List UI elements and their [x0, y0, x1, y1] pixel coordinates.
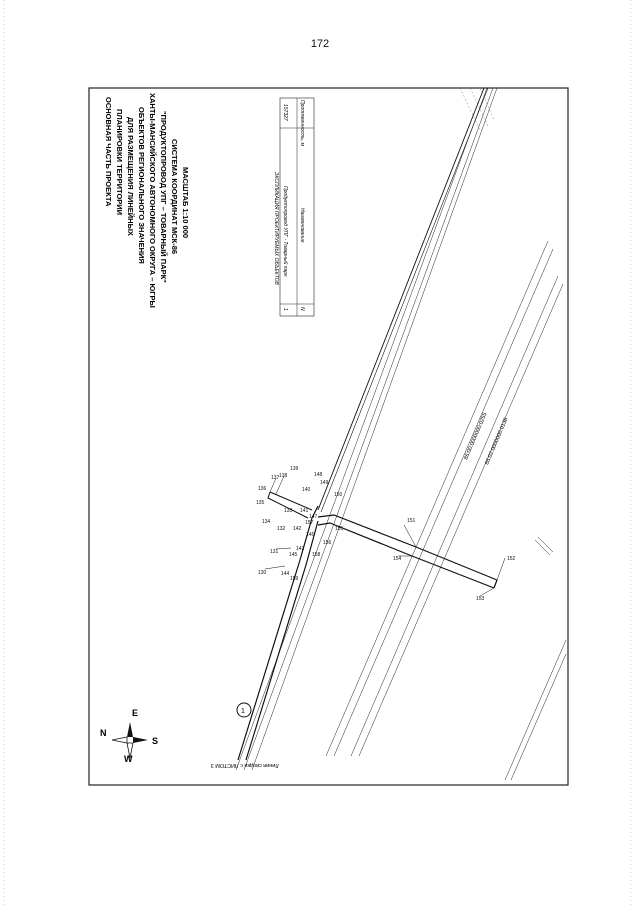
point-158: 158 [312, 552, 321, 558]
point-156: 156 [323, 540, 332, 546]
point-155: 155 [335, 526, 344, 532]
compass-n: N [100, 728, 107, 738]
pipeline-axis [317, 87, 485, 511]
corridor-spur [269, 491, 313, 511]
ditch-line-1 [537, 536, 554, 553]
point-140: 140 [302, 487, 311, 493]
compass-e: E [132, 708, 138, 718]
point-151: 151 [407, 518, 416, 524]
legend-header-length: Протяженность, м [299, 100, 305, 147]
parcel-label-2: 86:02:0000000:0138 [484, 417, 509, 466]
title-line-2: ПЛАНИРОВКИ ТЕРРИТОРИИ [115, 109, 124, 215]
road-line-3 [350, 275, 559, 757]
road-line-5 [504, 639, 567, 781]
title-line-1: ОСНОВНАЯ ЧАСТЬ ПРОЕКТА [104, 97, 113, 207]
corridor-line-2 [243, 87, 494, 771]
map-frame [88, 87, 569, 786]
point-130: 130 [258, 570, 267, 576]
legend-header-name: Наименование [299, 208, 305, 243]
title-line-8: МАСШТАБ 1:10 000 [181, 167, 190, 238]
road-line-4 [358, 283, 564, 757]
compass-north-arm [127, 722, 133, 737]
road-line-2 [333, 248, 554, 757]
point-138: 138 [279, 473, 288, 479]
road-line-6 [510, 653, 567, 781]
point-153: 153 [476, 596, 485, 602]
legend-row-num: 1 [282, 308, 288, 311]
point-150: 150 [334, 492, 343, 498]
corridor-branch-2 [317, 522, 495, 589]
point-133: 133 [284, 508, 293, 514]
compass-south-arm [126, 742, 134, 759]
compass-rose: N E S W [100, 708, 158, 764]
point-137: 137 [271, 475, 280, 481]
point-148: 148 [314, 472, 323, 478]
title-line-3: ДЛЯ РАЗМЕЩЕНИЯ ЛИНЕЙНЫХ [126, 117, 135, 236]
legend-row-length: 157327 [282, 104, 288, 121]
point-145: 145 [289, 552, 298, 558]
compass-east-arm [133, 737, 148, 743]
title-line-4: ОБЪЕКТОВ РЕГИОНАЛЬНОГО ЗНАЧЕНИЯ [137, 107, 146, 264]
pipeline-axis-2 [320, 87, 489, 513]
point-154: 154 [393, 556, 402, 562]
title-line-6: "ПРОДУКТОПРОВОД УПГ – ТОВАРНЫЙ ПАРК" [159, 111, 168, 283]
legend-header-num: N [299, 307, 305, 311]
point-157: 157 [305, 520, 314, 526]
match-line-label: Линия сводки с ЛИСТОМ 3 [211, 762, 279, 768]
point-139: 139 [290, 466, 299, 472]
corridor-line-3 [251, 87, 498, 771]
legend-table: ЭКСПЛИКАЦИЯ ПРОЕКТИРУЕМЫХ ОБЪЕКТОВ N Наи… [273, 97, 315, 317]
point-143: 143 [296, 546, 305, 552]
legend-title: ЭКСПЛИКАЦИЯ ПРОЕКТИРУЕМЫХ ОБЪЕКТОВ [273, 172, 279, 286]
corridor-main-2 [245, 520, 319, 761]
corridor-branch [317, 514, 498, 581]
hatched-area [459, 87, 495, 131]
road-line-1 [325, 240, 549, 757]
parcel-label-1: 86:00:0000000:0255 [463, 412, 488, 461]
object-marker-circle [236, 702, 252, 718]
point-149: 149 [320, 480, 329, 486]
point-131: 131 [270, 549, 279, 555]
corridor-main [237, 505, 319, 761]
point-141: 141 [300, 508, 309, 514]
point-labels: 130 131 132 133 134 135 136 137 138 139 … [256, 466, 516, 602]
title-line-5: ХАНТЫ-МАНСИЙСКОГО АВТОНОМНОГО ОКРУГА – Ю… [148, 93, 157, 308]
point-142: 142 [293, 526, 302, 532]
ditch-line-2 [534, 539, 551, 556]
point-146: 146 [306, 532, 315, 538]
pipeline-corridor [237, 87, 498, 761]
corridor-end [493, 579, 498, 589]
compass-s: S [152, 736, 158, 746]
title-line-7: СИСТЕМА КООРДИНАТ МСК-86 [170, 139, 179, 254]
legend-row-name: Продуктопровод УПГ - Товарный парк [282, 186, 289, 277]
corridor-spur-2 [267, 491, 309, 519]
point-144: 144 [281, 571, 290, 577]
point-159: 159 [290, 576, 299, 582]
title-block: ОСНОВНАЯ ЧАСТЬ ПРОЕКТА ПЛАНИРОВКИ ТЕРРИТ… [104, 93, 190, 308]
point-132: 132 [277, 526, 286, 532]
point-152: 152 [507, 556, 516, 562]
parcel-lines [235, 87, 567, 781]
page-number: 172 [310, 38, 330, 50]
point-ticks [264, 475, 506, 597]
point-136: 136 [258, 486, 267, 492]
compass-w: W [124, 754, 133, 764]
point-147: 147 [309, 514, 318, 520]
object-marker-label: 1 [241, 708, 245, 715]
point-135: 135 [256, 500, 265, 506]
compass-west-arm [111, 736, 128, 744]
point-134: 134 [262, 519, 271, 525]
